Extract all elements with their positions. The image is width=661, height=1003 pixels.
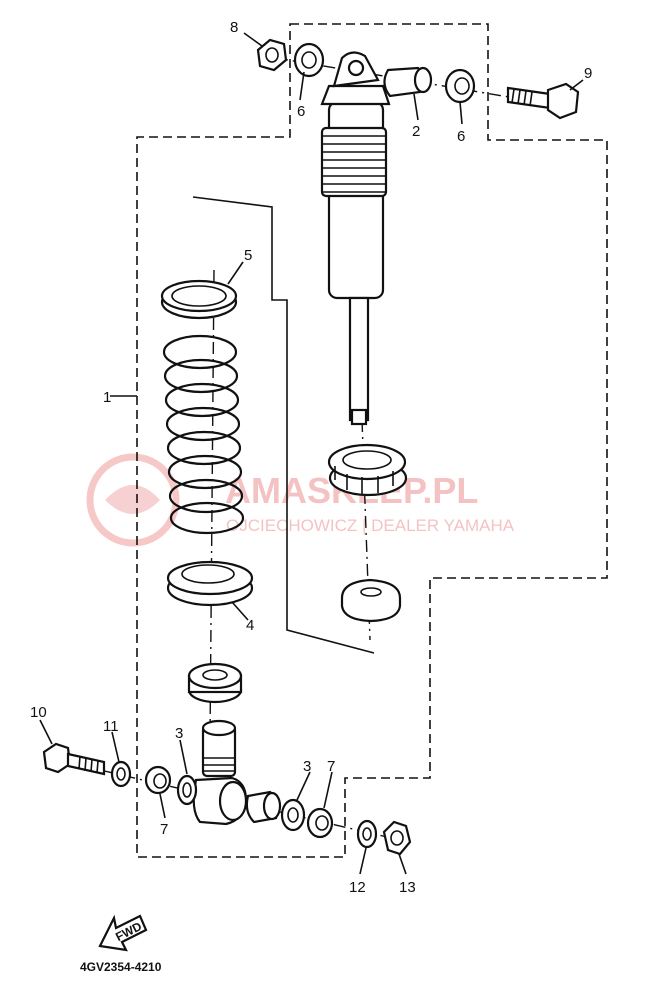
callout-3-left: 3 — [175, 725, 183, 742]
coil-spring — [162, 334, 245, 535]
diagram-code: 4GV2354-4210 — [80, 960, 162, 974]
shock-absorber-body — [320, 51, 391, 426]
watermark: AMASKLEP.PL OJCIECHOWICZ | DEALER YAMAHA — [86, 453, 515, 547]
callout-labels: 1 2 3 3 4 5 6 6 7 7 8 9 10 11 12 13 — [30, 19, 592, 896]
top-bushing — [383, 66, 433, 98]
leader-lines — [39, 32, 584, 875]
callout-7-left: 7 — [160, 821, 168, 838]
callout-1: 1 — [103, 389, 111, 406]
top-collar-right — [444, 68, 476, 104]
lower-washer-right — [356, 819, 378, 849]
callout-9: 9 — [584, 65, 592, 82]
callout-7-right: 7 — [327, 758, 335, 775]
callout-11: 11 — [103, 718, 119, 735]
callout-6-right: 6 — [457, 128, 465, 145]
callout-13: 13 — [399, 879, 416, 896]
top-bolt — [506, 82, 580, 120]
lower-nut — [382, 820, 412, 856]
spring-seat — [166, 560, 254, 607]
lower-bushing — [245, 790, 282, 824]
spring-guide — [160, 279, 238, 320]
callout-3-right: 3 — [303, 758, 311, 775]
lower-collar-right — [306, 807, 334, 839]
callout-4: 4 — [246, 617, 254, 634]
lower-oil-seal-right — [280, 798, 306, 832]
lower-bolt — [42, 742, 106, 776]
callout-5: 5 — [244, 247, 252, 264]
watermark-tagline: OJCIECHOWICZ | DEALER YAMAHA — [226, 516, 515, 535]
group-bracket — [192, 196, 375, 654]
fwd-arrow: FWD — [98, 914, 148, 952]
callout-10: 10 — [30, 704, 47, 721]
callout-12: 12 — [349, 879, 366, 896]
spring-axis — [209, 269, 215, 741]
bump-stopper — [340, 578, 402, 623]
lower-washer-left — [110, 760, 132, 788]
top-nut — [256, 38, 288, 72]
lower-lock-nut — [187, 662, 243, 704]
assembly-outline — [136, 23, 608, 858]
callout-2: 2 — [412, 123, 420, 140]
lower-oil-seal-left — [176, 774, 198, 806]
lower-rod-end — [192, 719, 248, 826]
callout-8: 8 — [230, 19, 238, 36]
lower-collar-left — [144, 765, 172, 795]
callout-6-left: 6 — [297, 103, 305, 120]
top-collar-left — [293, 42, 325, 78]
adjusting-ring — [327, 443, 408, 497]
